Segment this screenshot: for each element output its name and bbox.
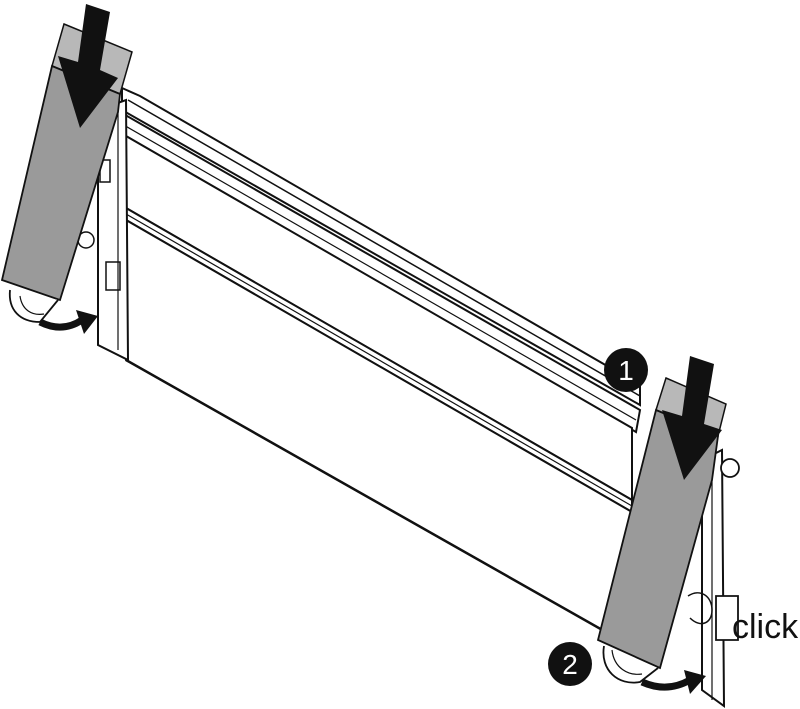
top-rail (119, 86, 642, 434)
curved-arrow-icon (640, 670, 706, 694)
panel-body (125, 134, 634, 642)
arrow-down-icon (58, 4, 118, 128)
left-bracket (77, 98, 130, 362)
arrow-down-icon (662, 356, 722, 480)
callout-1: 1 (604, 348, 648, 392)
curved-arrow-icon (38, 310, 98, 334)
callout-2-label: 2 (562, 649, 578, 680)
callout-1-label: 1 (618, 355, 634, 386)
click-label: click (732, 608, 799, 646)
callout-2: 2 (548, 642, 592, 686)
